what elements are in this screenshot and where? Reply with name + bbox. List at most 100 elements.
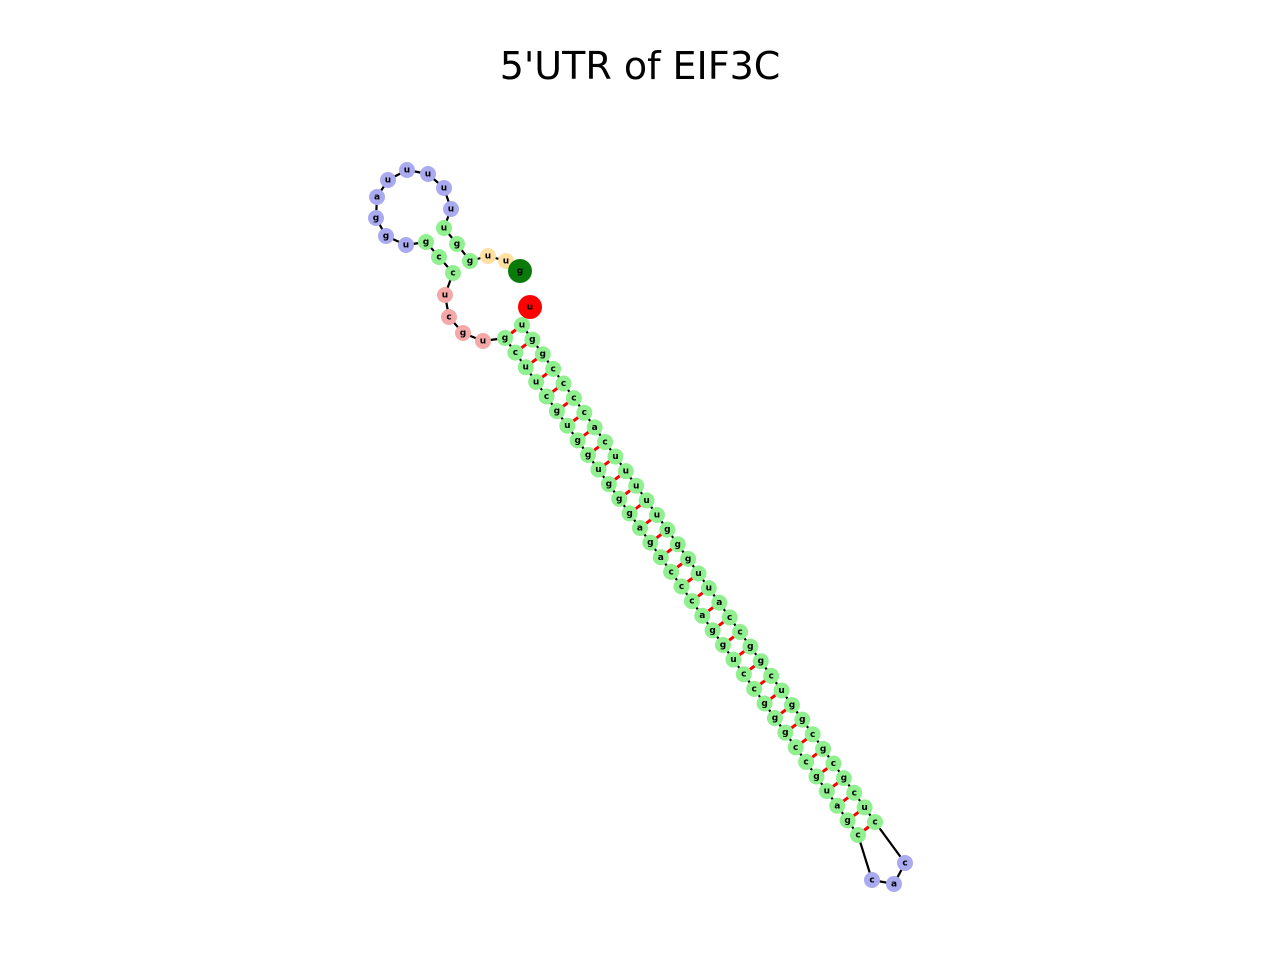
stem-nucleotide: c (735, 666, 752, 683)
nucleotide-dot (746, 680, 763, 697)
nucleotide-dot (742, 638, 759, 655)
nucleotide-dot (777, 724, 794, 741)
hairpin-loop-nucleotide: u (380, 172, 396, 188)
nucleotide-letter: u (523, 363, 529, 373)
nucleotide-letter: a (699, 611, 705, 621)
nucleotide-letter: c (872, 818, 877, 828)
stem-nucleotide: u (856, 799, 873, 816)
nucleotide-dot (580, 446, 597, 463)
hairpin-loop-nucleotide: g (368, 210, 384, 226)
nucleotide-dot (462, 253, 478, 269)
nucleotide-letter: u (706, 584, 712, 594)
stem-nucleotide: u (617, 463, 634, 480)
nucleotide-letter: u (448, 205, 454, 215)
nucleotide-letter: u (425, 170, 431, 180)
stem-nucleotide: g (815, 740, 832, 757)
nucleotide-dot (818, 783, 835, 800)
five-prime-end-marker: g (508, 259, 532, 283)
nucleotide-dot (597, 433, 614, 450)
nucleotide-letter: u (861, 803, 867, 813)
nucleotide-dot (517, 359, 534, 376)
nucleotide-dot (437, 287, 453, 303)
nucleotide-letter: u (527, 303, 533, 313)
nucleotide-letter: u (595, 465, 601, 475)
nucleotide-letter: a (891, 880, 897, 890)
nucleotide-letter: g (758, 657, 764, 667)
nucleotide-dot (368, 210, 384, 226)
stem-nucleotide: u (700, 580, 717, 597)
nucleotide-dot (611, 490, 628, 507)
nucleotide-dot (642, 534, 659, 551)
nucleotide-letter: g (782, 728, 788, 738)
nucleotide-letter: u (643, 496, 649, 506)
nucleotide-dot (538, 388, 555, 405)
nucleotide-dot (846, 784, 863, 801)
stem-nucleotide: c (445, 265, 461, 281)
nucleotide-letter: c (769, 671, 774, 681)
stem-nucleotide: c (721, 609, 738, 626)
stem-nucleotide: c (565, 390, 582, 407)
nucleotide-dot (380, 172, 396, 188)
nucleotide-dot (369, 189, 385, 205)
nucleotide-dot (559, 417, 576, 434)
nucleotide-dot (864, 872, 880, 888)
stem-nucleotide: g (794, 711, 811, 728)
nucleotide-dot (607, 448, 624, 465)
nucleotide-letter: c (602, 437, 607, 447)
nucleotide-letter: u (654, 511, 660, 521)
nucleotide-letter: g (844, 816, 850, 826)
hairpin-loop-nucleotide: u (436, 180, 452, 196)
nucleotide-dot (850, 827, 866, 843)
nucleotide-dot (732, 623, 749, 640)
stem-nucleotide: g (742, 638, 759, 655)
nucleotide-dot (628, 477, 645, 494)
nucleotide-dot (787, 739, 804, 756)
nucleotide-dot (808, 768, 825, 785)
nucleotide-dot (475, 333, 491, 349)
stem-nucleotide: g (715, 636, 732, 653)
stem-nucleotide: g (462, 253, 478, 269)
stem-nucleotide: u (436, 220, 452, 236)
stem-nucleotide: u (528, 373, 545, 390)
stem-nucleotide: g (704, 622, 721, 639)
nucleotide-letter: g (517, 267, 523, 277)
stem-nucleotide: c (798, 753, 815, 770)
stem-nucleotide: u (818, 783, 835, 800)
nucleotide-letter: g (720, 640, 726, 650)
nucleotide-dot (886, 876, 902, 892)
nucleotide-dot (794, 711, 811, 728)
nucleotide-letter: u (612, 452, 618, 462)
hairpin-loop-nucleotide: a (886, 876, 902, 892)
nucleotide-dot (545, 360, 562, 377)
nucleotide-letter: c (668, 567, 673, 577)
nucleotide-letter: u (441, 184, 447, 194)
nucleotide-letter: u (442, 291, 448, 301)
nucleotide-dot (648, 507, 665, 524)
nucleotide-dot (659, 521, 676, 538)
stem-nucleotide: g (752, 653, 769, 670)
stem-nucleotide: g (766, 710, 783, 727)
stem-nucleotide: c (746, 680, 763, 697)
stem-nucleotide: u (590, 461, 607, 478)
nucleotide-letter: u (533, 377, 539, 387)
nucleotide-dot (569, 432, 586, 449)
stem-nucleotide: u (559, 417, 576, 434)
stem-nucleotide: a (694, 607, 711, 624)
nucleotide-dot (586, 419, 603, 436)
nucleotide-dot (436, 180, 452, 196)
nucleotide-letter: u (564, 421, 570, 431)
hairpin-loop-nucleotide: g (378, 228, 394, 244)
hairpin-loop-nucleotide: u (398, 237, 414, 253)
stem-nucleotide: c (538, 388, 555, 405)
hairpin-loop-nucleotide: c (897, 855, 913, 871)
stem-nucleotide: g (418, 234, 434, 250)
stem-nucleotide: g (756, 695, 773, 712)
nucleotide-dot (756, 695, 773, 712)
nucleotide-letter: c (689, 597, 694, 607)
stem-nucleotide: a (586, 419, 603, 436)
nucleotide-dot (835, 770, 852, 787)
stem-nucleotide: a (652, 549, 669, 566)
nucleotide-letter: c (727, 613, 732, 623)
nucleotide-letter: u (695, 569, 701, 579)
nucleotide-dot (669, 536, 686, 553)
